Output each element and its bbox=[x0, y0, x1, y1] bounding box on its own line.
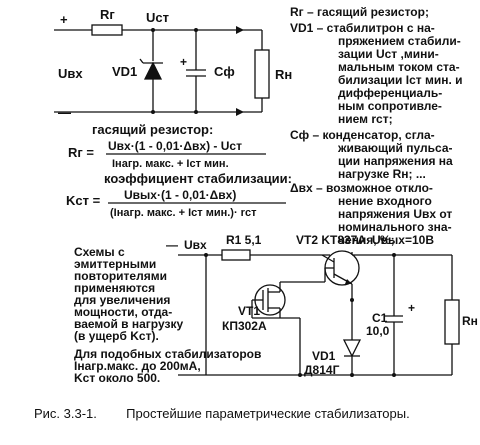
legend-vd1-line: VD1 – стабилитрон с на- bbox=[290, 21, 435, 35]
top-circuit-dots bbox=[151, 26, 244, 116]
legend-vd1-line: пряжением стабили- bbox=[338, 34, 461, 48]
legend-vd1-line: дифференциаль- bbox=[338, 86, 442, 100]
note-similar-line: Kст около 500. bbox=[74, 371, 160, 385]
arrow-right-icon bbox=[236, 108, 244, 116]
legend-dvx-line: номинального зна- bbox=[338, 220, 452, 234]
label-ust: Uст bbox=[146, 10, 169, 25]
note-emitter-line: (в ущерб Kст). bbox=[74, 329, 159, 343]
arrow-right-icon bbox=[236, 26, 244, 34]
legend-dvx-line: напряжения Uвх от bbox=[338, 207, 452, 221]
bottom-circuit-dots bbox=[204, 253, 396, 377]
note-emitter-line: повторителями bbox=[74, 269, 167, 283]
formula-rg-numerator: Uвх·(1 - 0,01·Δвх) - Uст bbox=[108, 139, 242, 153]
note-similar-line: Для подобных стабилизаторов bbox=[74, 347, 261, 361]
label-rn-top: Rн bbox=[275, 67, 292, 82]
resistor-r1 bbox=[221, 249, 251, 261]
minus-input: — bbox=[58, 105, 71, 120]
bottom-circuit bbox=[178, 249, 460, 376]
formula-rg-title: гасящий резистор: bbox=[92, 122, 213, 137]
bottom-circuit-labels: Uвх R1 5,1 VT2 KT837A Uвых=10В VT1 КП302… bbox=[166, 233, 478, 377]
legend-cf-line: ции напряжения на bbox=[338, 154, 453, 168]
note-emitter-line: эмиттерными bbox=[74, 257, 156, 271]
note-emitter-line: Схемы с bbox=[74, 245, 125, 259]
plus-input: + bbox=[60, 12, 68, 27]
label-uvx-top: Uвх bbox=[58, 66, 83, 81]
top-circuit bbox=[54, 24, 270, 113]
legend-dvx-line: Δвх – возможное откло- bbox=[290, 181, 433, 195]
legend-cf-line: нагрузке Rн; ... bbox=[338, 167, 426, 181]
note-emitter-line: для увеличения bbox=[74, 293, 170, 307]
formula-k-title: коэффициент стабилизации: bbox=[104, 171, 292, 186]
formula-k-lhs: Kст = bbox=[66, 193, 101, 208]
plus-c1: + bbox=[408, 301, 415, 315]
legend-dvx-line: нение входного bbox=[338, 194, 432, 208]
legend-vd1-line: зации Uст ,мини- bbox=[338, 47, 439, 61]
legend-rg: Rг – гасящий резистор; bbox=[290, 5, 429, 19]
resistor-rn-bottom bbox=[444, 299, 460, 345]
label-vd1-top: VD1 bbox=[112, 64, 137, 79]
formulas: гасящий резистор: Rг = Uвх·(1 - 0,01·Δвх… bbox=[66, 122, 292, 219]
schematic-figure: Rг Uст Uвх VD1 Cф + Rн + — Rг – гасящий … bbox=[54, 5, 478, 385]
label-c1-value: 10,0 bbox=[366, 324, 390, 338]
legend-vd1-line: билизации Iст мин. и bbox=[338, 73, 463, 87]
minus-bottom: — bbox=[166, 238, 178, 252]
formula-k-denominator: (Iнагр. макс. + Iст мин.)· rст bbox=[110, 207, 257, 219]
figure-caption: Рис. 3.3-1. Простейшие параметрические с… bbox=[34, 406, 474, 421]
label-r1: R1 5,1 bbox=[226, 233, 262, 247]
note-emitter-line: применяются bbox=[74, 281, 155, 295]
legend-vd1-line: нием rст; bbox=[338, 112, 393, 126]
label-uvx-bottom: Uвх bbox=[184, 238, 207, 252]
legend-cf-line: Cф – конденсатор, сгла- bbox=[290, 128, 435, 142]
formula-k-numerator: Uвых·(1 - 0,01·Δвх) bbox=[124, 188, 236, 202]
formula-rg-lhs: Rг = bbox=[68, 145, 94, 160]
label-uvyh: Uвых=10В bbox=[372, 233, 434, 247]
label-vt2: VT2 KT837A bbox=[296, 233, 366, 247]
legend-vd1-line: ным сопротивле- bbox=[338, 99, 442, 113]
label-vd1-bottom: VD1 bbox=[312, 349, 336, 363]
label-cf: Cф bbox=[214, 64, 235, 79]
label-c1: C1 bbox=[372, 311, 388, 325]
label-rn-bottom: Rн bbox=[462, 314, 478, 328]
resistor-rn-top bbox=[254, 49, 270, 99]
notes: Схемы с эмиттерными повторителями примен… bbox=[74, 245, 261, 385]
legend-cf-line: живающий пульса- bbox=[337, 141, 453, 155]
caption-text: Простейшие параметрические стабилизаторы… bbox=[126, 406, 410, 421]
zener-vd1-bottom bbox=[342, 339, 362, 358]
label-vt1-part: КП302А bbox=[222, 319, 267, 333]
caption-number: Рис. 3.3-1. bbox=[34, 406, 97, 421]
note-emitter-line: мощности, отда- bbox=[74, 305, 172, 319]
zener-vd1-top bbox=[143, 61, 163, 80]
formula-rg-denominator: Iнагр. макс. + Iст мин. bbox=[112, 158, 229, 170]
legend-vd1-line: мальным током ста- bbox=[338, 60, 460, 74]
legend: Rг – гасящий резистор; VD1 – стабилитрон… bbox=[290, 5, 463, 247]
resistor-rg bbox=[91, 24, 123, 36]
note-similar-line: Iнагр.макс. до 200мА, bbox=[74, 359, 201, 373]
note-emitter-line: ваемой в нагрузку bbox=[74, 317, 183, 331]
label-vt1: VT1 bbox=[238, 304, 260, 318]
emitter-arrow-icon bbox=[345, 279, 352, 284]
plus-cf: + bbox=[180, 55, 187, 69]
legend-dvx-line: чения, %; bbox=[338, 233, 395, 247]
label-vd1-part: Д814Г bbox=[304, 363, 340, 377]
label-rg: Rг bbox=[100, 7, 115, 22]
